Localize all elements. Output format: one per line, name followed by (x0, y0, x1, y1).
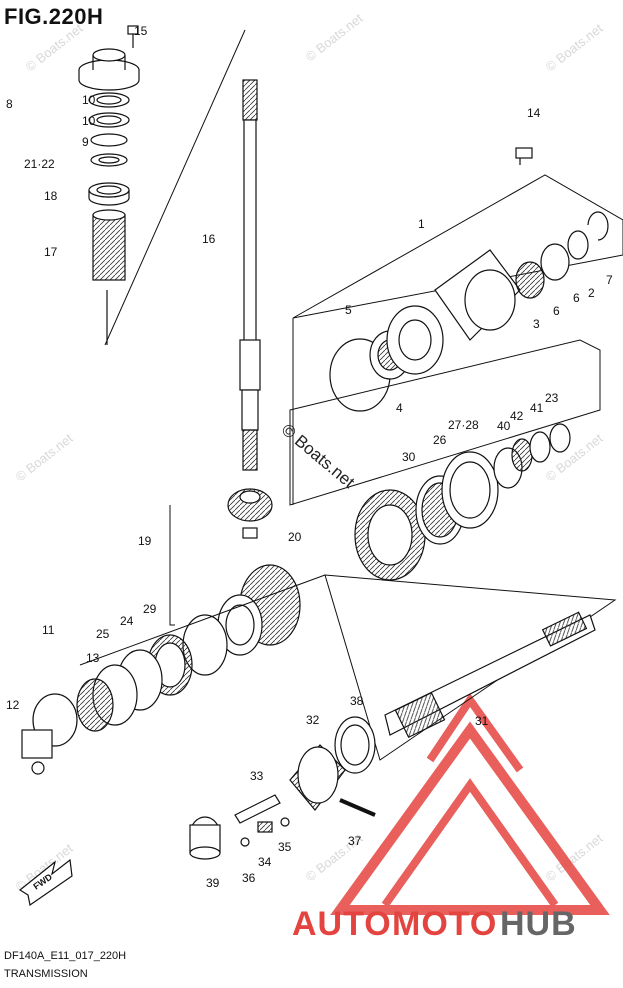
callout-27·28: 27·28 (448, 418, 479, 432)
housing-assembly (329, 211, 609, 412)
callout-42: 42 (510, 409, 524, 423)
callout-30: 30 (402, 450, 416, 464)
callout-25: 25 (96, 627, 110, 641)
callout-36: 36 (242, 871, 256, 885)
callout-34: 34 (258, 855, 272, 869)
callout-41: 41 (530, 401, 544, 415)
reverse-gear-assembly (21, 564, 301, 775)
callout-4: 4 (396, 401, 403, 415)
callout-16: 16 (202, 232, 216, 246)
pinion-gear (227, 488, 273, 539)
callout-13: 13 (86, 651, 100, 665)
callout-12: 12 (6, 698, 20, 712)
callout-10: 10 (82, 114, 96, 128)
callout-39: 39 (206, 876, 220, 890)
forward-gear-assembly (354, 423, 571, 581)
callout-40: 40 (497, 419, 511, 433)
callout-6: 6 (573, 291, 580, 305)
callout-3: 3 (533, 317, 540, 331)
callout-5: 5 (345, 303, 352, 317)
callout-23: 23 (545, 391, 559, 405)
clutch-assembly (189, 716, 376, 860)
callout-35: 35 (278, 840, 292, 854)
callout-8: 8 (6, 97, 13, 111)
callout-32: 32 (306, 713, 320, 727)
callout-19: 19 (138, 534, 152, 548)
callout-31: 31 (475, 714, 489, 728)
callout-14: 14 (527, 106, 541, 120)
callout-21·22: 21·22 (24, 157, 55, 171)
callout-29: 29 (143, 602, 157, 616)
figure-code: DF140A_E11_017_220H (4, 950, 127, 962)
callout-38: 38 (350, 694, 364, 708)
logo-text-hub: HUB (500, 905, 577, 943)
fwd-arrow-icon (18, 858, 73, 907)
upper-stack-assembly (78, 25, 140, 345)
figure-title: FIG.220H (4, 4, 104, 29)
logo-text-moto: MOTO (392, 905, 498, 943)
callout-37: 37 (348, 834, 362, 848)
callout-20: 20 (288, 530, 302, 544)
bolt-14 (515, 147, 533, 165)
callout-33: 33 (250, 769, 264, 783)
callout-7: 7 (606, 273, 613, 287)
callout-18: 18 (44, 189, 58, 203)
callout-11: 11 (42, 623, 55, 637)
callout-24: 24 (120, 614, 134, 628)
logo-triangle (330, 692, 610, 915)
figure-name: TRANSMISSION (4, 968, 88, 980)
logo-text-auto: AUTO (292, 905, 392, 943)
callout-10: 10 (82, 93, 96, 107)
callout-9: 9 (82, 135, 89, 149)
callout-1: 1 (418, 217, 425, 231)
propeller-shaft (384, 611, 596, 739)
callout-2: 2 (588, 286, 595, 300)
callout-26: 26 (433, 433, 447, 447)
drive-shaft (239, 79, 261, 471)
callout-15: 15 (134, 24, 148, 38)
callout-6: 6 (553, 304, 560, 318)
callout-17: 17 (44, 245, 58, 259)
